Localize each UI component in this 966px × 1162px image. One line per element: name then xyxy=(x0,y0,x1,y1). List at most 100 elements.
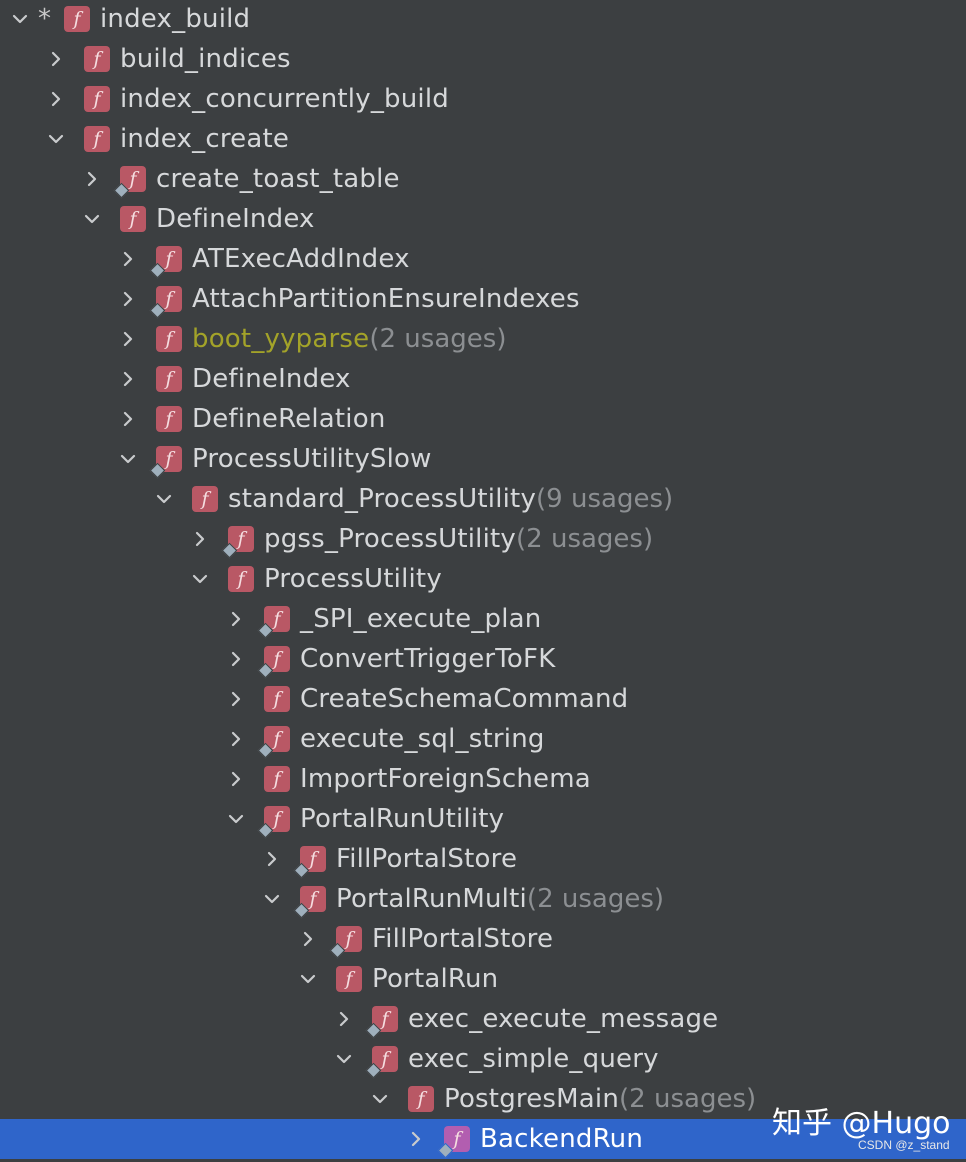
chevron-down-icon[interactable] xyxy=(120,451,136,467)
function-icon: f xyxy=(365,1046,398,1079)
chevron-down-icon[interactable] xyxy=(300,971,316,987)
function-icon: f xyxy=(149,446,182,479)
declaration-overlay-icon xyxy=(113,182,130,199)
chevron-right-icon[interactable] xyxy=(120,411,136,427)
tree-node-label: FillPortalStore xyxy=(372,924,554,954)
function-icon: f xyxy=(228,566,254,592)
tree-node-processutilityslow[interactable]: f ProcessUtilitySlow xyxy=(0,439,966,479)
tree-node-label: CreateSchemaCommand xyxy=(300,684,629,714)
chevron-right-icon[interactable] xyxy=(408,1131,424,1147)
chevron-down-icon[interactable] xyxy=(84,211,100,227)
declaration-overlay-icon xyxy=(437,1142,454,1159)
tree-node-index-concurrently-build[interactable]: f index_concurrently_build xyxy=(0,79,966,119)
chevron-right-icon[interactable] xyxy=(48,51,64,67)
declaration-overlay-icon xyxy=(365,1062,382,1079)
chevron-right-icon[interactable] xyxy=(120,251,136,267)
tree-node-label: ProcessUtility xyxy=(264,564,442,594)
chevron-right-icon[interactable] xyxy=(300,931,316,947)
usages-count: (2 usages) xyxy=(619,1084,757,1114)
tree-node-label: index_concurrently_build xyxy=(120,84,449,114)
tree-node-label: DefineRelation xyxy=(192,404,386,434)
function-icon: f xyxy=(257,606,290,639)
function-icon: f xyxy=(257,726,290,759)
chevron-right-icon[interactable] xyxy=(192,531,208,547)
declaration-overlay-icon xyxy=(257,622,274,639)
tree-node-label: exec_simple_query xyxy=(408,1044,659,1074)
chevron-right-icon[interactable] xyxy=(228,651,244,667)
usages-count: (2 usages) xyxy=(369,324,507,354)
tree-node-label: boot_yyparse xyxy=(192,324,370,354)
chevron-right-icon[interactable] xyxy=(228,771,244,787)
chevron-down-icon[interactable] xyxy=(156,491,172,507)
function-icon: f xyxy=(149,286,182,319)
chevron-right-icon[interactable] xyxy=(228,611,244,627)
chevron-right-icon[interactable] xyxy=(120,371,136,387)
chevron-down-icon[interactable] xyxy=(264,891,280,907)
function-icon: f xyxy=(336,966,362,992)
watermark-zhihu: 知乎 @Hugo xyxy=(772,1106,951,1141)
chevron-right-icon[interactable] xyxy=(120,291,136,307)
function-icon: f xyxy=(192,486,218,512)
chevron-right-icon[interactable] xyxy=(48,91,64,107)
tree-node-label: exec_execute_message xyxy=(408,1004,719,1034)
chevron-down-icon[interactable] xyxy=(192,571,208,587)
tree-node-spi-execute-plan[interactable]: f _SPI_execute_plan xyxy=(0,599,966,639)
tree-node-create-toast-table[interactable]: f create_toast_table xyxy=(0,159,966,199)
tree-node-label: _SPI_execute_plan xyxy=(300,604,542,634)
function-icon: f xyxy=(64,6,90,32)
chevron-down-icon[interactable] xyxy=(228,811,244,827)
chevron-down-icon[interactable] xyxy=(48,131,64,147)
chevron-right-icon[interactable] xyxy=(228,691,244,707)
tree-node-index-build[interactable]: * f index_build xyxy=(0,0,966,39)
tree-node-label: DefineIndex xyxy=(192,364,351,394)
chevron-down-icon[interactable] xyxy=(12,11,28,27)
tree-node-processutility[interactable]: f ProcessUtility xyxy=(0,559,966,599)
root-marker-icon: * xyxy=(38,4,51,34)
tree-node-exec-simple-query[interactable]: f exec_simple_query xyxy=(0,1039,966,1079)
tree-node-label: create_toast_table xyxy=(156,164,400,194)
function-icon: f xyxy=(84,46,110,72)
chevron-right-icon[interactable] xyxy=(120,331,136,347)
declaration-overlay-icon xyxy=(293,862,310,879)
chevron-right-icon[interactable] xyxy=(228,731,244,747)
chevron-down-icon[interactable] xyxy=(372,1091,388,1107)
declaration-overlay-icon xyxy=(293,902,310,919)
function-icon: f xyxy=(84,86,110,112)
function-icon: f xyxy=(437,1126,470,1159)
tree-node-label: ProcessUtilitySlow xyxy=(192,444,432,474)
chevron-right-icon[interactable] xyxy=(336,1011,352,1027)
tree-node-definerelation[interactable]: f DefineRelation xyxy=(0,399,966,439)
tree-node-label: FillPortalStore xyxy=(336,844,518,874)
chevron-down-icon[interactable] xyxy=(336,1051,352,1067)
function-icon: f xyxy=(156,406,182,432)
function-icon: f xyxy=(113,166,146,199)
declaration-overlay-icon xyxy=(365,1022,382,1039)
chevron-right-icon[interactable] xyxy=(84,171,100,187)
chevron-right-icon[interactable] xyxy=(264,851,280,867)
function-icon: f xyxy=(84,126,110,152)
tree-node-label: PortalRunUtility xyxy=(300,804,505,834)
tree-node-label: index_build xyxy=(100,4,251,34)
function-icon: f xyxy=(120,206,146,232)
